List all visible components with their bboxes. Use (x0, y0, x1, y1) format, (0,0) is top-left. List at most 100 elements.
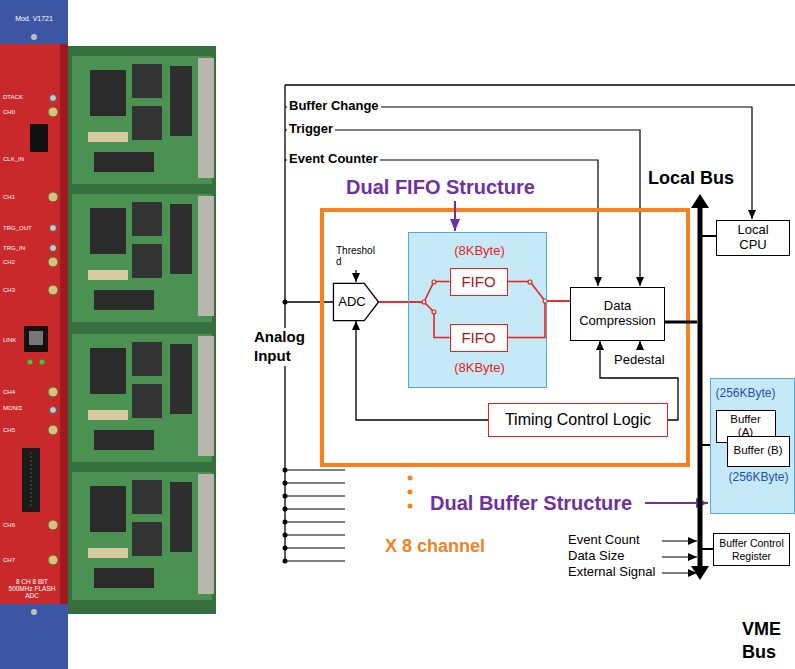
signal-wire (662, 572, 697, 573)
adc-outline (333, 283, 378, 320)
chip (132, 384, 162, 418)
signal-name: Event Count (568, 533, 640, 548)
bus-link (702, 235, 716, 237)
panel-label: CH2 (3, 259, 15, 266)
process-box: Local CPU (716, 220, 790, 256)
chip (90, 486, 126, 532)
lemo-connector (50, 225, 57, 232)
box-label: FIFO (461, 273, 495, 290)
frame-line (284, 85, 285, 561)
channel-connector (48, 107, 58, 117)
channel-connector (48, 425, 58, 435)
component (88, 548, 128, 558)
panel-edge (60, 0, 68, 669)
chip (90, 208, 126, 254)
junction-dot (283, 481, 288, 486)
component (88, 132, 128, 142)
callout-heading: Dual Buffer Structure (430, 492, 632, 515)
box-fills (408, 232, 795, 514)
bus-arrow-head (691, 194, 709, 208)
channel-connector (48, 520, 58, 530)
fifo-buffer: FIFO(8KByte) (450, 324, 508, 352)
chip (132, 342, 162, 376)
size-label: (8KByte) (443, 244, 517, 259)
chip (170, 344, 192, 414)
chip (90, 348, 126, 394)
bus-link (702, 548, 713, 550)
model-label: Mod. V1721 (5, 15, 63, 23)
signal-wire (285, 107, 752, 219)
pcb-section (72, 56, 214, 184)
input-wire (285, 301, 333, 302)
signal-path (508, 301, 571, 338)
fifo-buffer: (8KByte)FIFO (450, 268, 508, 296)
frame-line (285, 84, 795, 85)
channel-input (285, 469, 345, 470)
panel-label: CH0 (3, 109, 15, 116)
box-label: Buffer Control Register (719, 537, 784, 561)
chip (132, 106, 162, 140)
chip (132, 480, 162, 514)
signal-wire (662, 556, 697, 557)
junction-dot (283, 300, 288, 305)
register-box: Buffer Control Register (713, 533, 790, 566)
panel-label: DTACK (3, 94, 23, 101)
link-connector (24, 326, 48, 352)
callout-arrow (454, 201, 456, 231)
channel-input (285, 495, 345, 496)
block-diagram-wiring (283, 85, 795, 580)
channel-input (285, 482, 345, 483)
screw (31, 34, 37, 40)
signal-name: Pedestal (614, 353, 665, 368)
lemo-connector (50, 245, 57, 252)
junction-dot (283, 520, 288, 525)
panel-label: CH1 (3, 194, 15, 201)
bus-name: Local Bus (648, 168, 734, 189)
clock-connector (30, 124, 48, 152)
threshold-arrow (355, 270, 356, 282)
size-label: (8KByte) (443, 361, 517, 376)
pedestal-arrow (639, 341, 640, 350)
bottom-handle (0, 604, 68, 669)
pcb-area (72, 472, 212, 600)
component (88, 410, 128, 420)
panel-label: CH7 (3, 557, 15, 564)
chip (132, 64, 162, 98)
callout-heading: Dual FIFO Structure (346, 176, 535, 199)
size-label: (256KByte) (711, 387, 781, 401)
chip (132, 202, 162, 236)
chip (94, 152, 154, 172)
panel-label: CH4 (3, 389, 15, 396)
junction-dot (283, 494, 288, 499)
chip (170, 482, 192, 552)
chip (94, 430, 154, 450)
screw (31, 609, 37, 615)
lemo-connector (50, 407, 57, 414)
chip (170, 66, 192, 136)
buffer-structure-box: Dual Buffer Structure(256KByte)Buffer (A… (710, 378, 795, 514)
panel-label: CH5 (3, 427, 15, 434)
switch-contact (432, 310, 436, 314)
pcb-area (72, 56, 212, 184)
pcb-section (72, 472, 214, 600)
ellipsis-dot (408, 476, 413, 481)
ellipsis-dot (408, 490, 413, 495)
size-label: (256KByte) (724, 471, 794, 485)
signal-name: Trigger (287, 122, 335, 137)
switch-contact (422, 300, 426, 304)
module-description: 8 CH 8 BIT 500MHz FLASH ADC (4, 578, 60, 599)
vme-module-photo (0, 0, 216, 669)
signal-name: Data Size (568, 549, 624, 564)
fifo-structure-box: Dual FIFO Structure(8KByte)FIFOFIFO(8KBy… (408, 232, 547, 388)
junction-dot (283, 559, 288, 564)
memory-buffer: Buffer (B)(256KByte) (727, 436, 790, 467)
channel-connector (48, 285, 58, 295)
pcb-section (72, 194, 214, 322)
chip (170, 204, 192, 274)
channel-block-outline (322, 210, 688, 465)
panel-label: CH3 (3, 287, 15, 294)
edge-connector (198, 58, 214, 178)
